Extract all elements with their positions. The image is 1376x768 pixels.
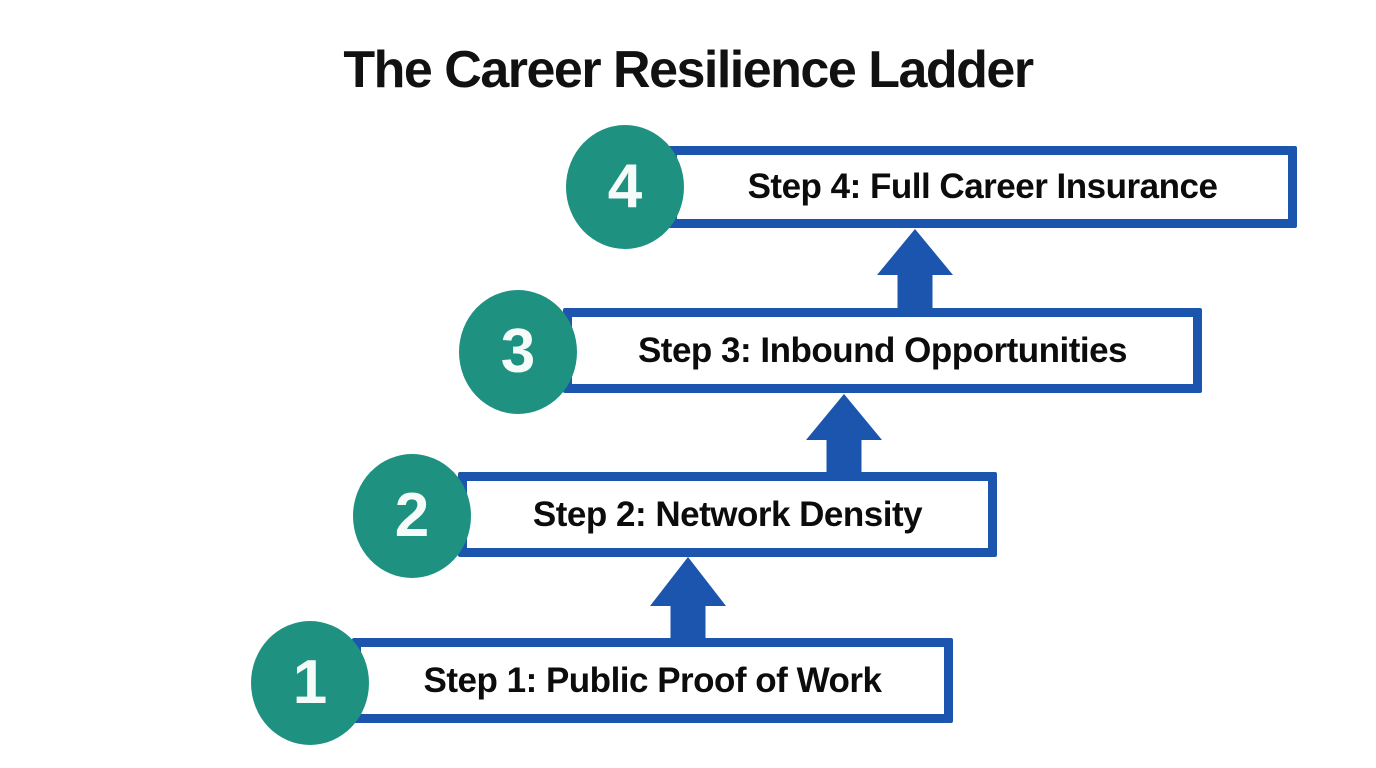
step-2-number: 2 (394, 481, 430, 550)
step-4-label: Step 4: Full Career Insurance (747, 167, 1218, 206)
step-1-number: 1 (292, 648, 328, 717)
step-4-box: Step 4: Full Career Insurance (668, 146, 1297, 228)
step-1-box: Step 1: Public Proof of Work (352, 638, 953, 723)
step-2-number-badge: 2 (353, 454, 471, 578)
step-4-number-badge: 4 (566, 125, 684, 249)
up-arrow-icon (806, 394, 882, 474)
step-1-label: Step 1: Public Proof of Work (423, 660, 882, 700)
step-3-label: Step 3: Inbound Opportunities (637, 330, 1128, 370)
step-3-number: 3 (500, 317, 536, 386)
up-arrow-icon (877, 229, 953, 310)
step-2-label: Step 2: Network Density (532, 494, 923, 534)
step-1-number-badge: 1 (251, 621, 369, 745)
step-4-number: 4 (607, 152, 643, 221)
step-3-box: Step 3: Inbound Opportunities (563, 308, 1202, 393)
up-arrow-icon (650, 557, 726, 640)
diagram-title: The Career Resilience Ladder (343, 41, 1034, 99)
step-3-number-badge: 3 (459, 290, 577, 414)
step-2-box: Step 2: Network Density (458, 472, 997, 557)
